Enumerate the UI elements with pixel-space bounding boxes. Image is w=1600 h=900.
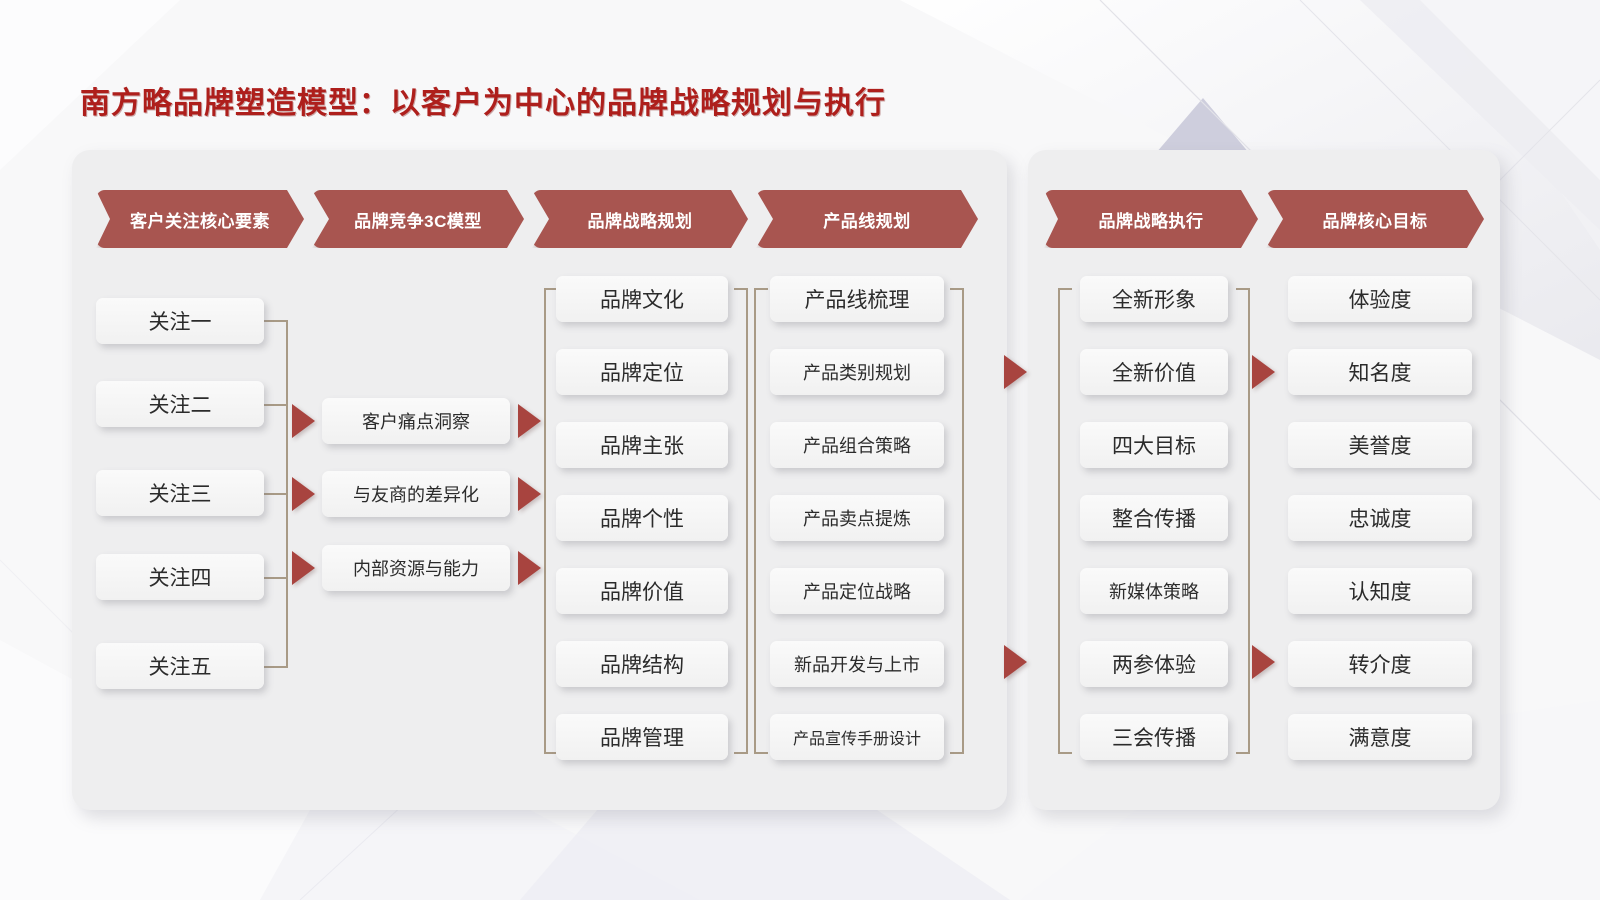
card-customer-focus-2[interactable]: 关注二 [96, 381, 264, 427]
card-core-goal-3[interactable]: 美誉度 [1288, 422, 1472, 468]
card-execution-1[interactable]: 全新形象 [1080, 276, 1228, 322]
connector-brand-strategy-right-bracket [734, 288, 748, 754]
card-brand-strategy-7[interactable]: 品牌管理 [556, 714, 728, 760]
arrow-focus-to-3c-2 [292, 477, 315, 511]
column-header-brand-strategy-execution[interactable]: 品牌战略执行 [1044, 190, 1258, 248]
arrow-3c-to-strategy-1 [518, 404, 541, 438]
arrow-3c-to-strategy-2 [518, 477, 541, 511]
card-execution-7[interactable]: 三会传播 [1080, 714, 1228, 760]
card-execution-2[interactable]: 全新价值 [1080, 349, 1228, 395]
card-3c-model-2[interactable]: 与友商的差异化 [322, 471, 510, 517]
card-product-line-6[interactable]: 新品开发与上市 [770, 641, 944, 687]
card-brand-strategy-4[interactable]: 品牌个性 [556, 495, 728, 541]
column-header-brand-core-goals[interactable]: 品牌核心目标 [1266, 190, 1484, 248]
card-product-line-7[interactable]: 产品宣传手册设计 [770, 714, 944, 760]
card-core-goal-1[interactable]: 体验度 [1288, 276, 1472, 322]
card-customer-focus-4[interactable]: 关注四 [96, 554, 264, 600]
card-execution-6[interactable]: 两参体验 [1080, 641, 1228, 687]
column-header-product-line-planning[interactable]: 产品线规划 [756, 190, 978, 248]
connector-execution-right-bracket [1236, 288, 1250, 754]
card-core-goal-4[interactable]: 忠诚度 [1288, 495, 1472, 541]
card-3c-model-1[interactable]: 客户痛点洞察 [322, 398, 510, 444]
connector-customer-focus-brace [264, 298, 290, 668]
arrow-execution-to-goals-1 [1252, 355, 1275, 389]
card-core-goal-6[interactable]: 转介度 [1288, 641, 1472, 687]
card-brand-strategy-3[interactable]: 品牌主张 [556, 422, 728, 468]
card-execution-4[interactable]: 整合传播 [1080, 495, 1228, 541]
card-product-line-2[interactable]: 产品类别规划 [770, 349, 944, 395]
arrow-focus-to-3c-3 [292, 551, 315, 585]
card-execution-5[interactable]: 新媒体策略 [1080, 568, 1228, 614]
card-brand-strategy-2[interactable]: 品牌定位 [556, 349, 728, 395]
arrow-execution-to-goals-2 [1252, 645, 1275, 679]
card-brand-strategy-5[interactable]: 品牌价值 [556, 568, 728, 614]
connector-product-line-left-bracket [754, 288, 768, 754]
connector-brand-strategy-left-bracket [544, 288, 558, 754]
column-header-brand-strategy-planning[interactable]: 品牌战略规划 [532, 190, 748, 248]
arrow-panel-left-to-right-1 [1004, 355, 1027, 389]
card-product-line-3[interactable]: 产品组合策略 [770, 422, 944, 468]
card-customer-focus-3[interactable]: 关注三 [96, 470, 264, 516]
arrow-panel-left-to-right-2 [1004, 645, 1027, 679]
page-title: 南方略品牌塑造模型：以客户为中心的品牌战略规划与执行 [80, 87, 886, 120]
arrow-focus-to-3c-1 [292, 404, 315, 438]
arrow-3c-to-strategy-3 [518, 551, 541, 585]
card-product-line-4[interactable]: 产品卖点提炼 [770, 495, 944, 541]
connector-execution-left-bracket [1058, 288, 1072, 754]
card-customer-focus-1[interactable]: 关注一 [96, 298, 264, 344]
card-3c-model-3[interactable]: 内部资源与能力 [322, 545, 510, 591]
connector-product-line-right-bracket [950, 288, 964, 754]
card-brand-strategy-6[interactable]: 品牌结构 [556, 641, 728, 687]
card-execution-3[interactable]: 四大目标 [1080, 422, 1228, 468]
column-header-customer-focus[interactable]: 客户关注核心要素 [96, 190, 304, 248]
card-product-line-1[interactable]: 产品线梳理 [770, 276, 944, 322]
column-header-brand-3c-model[interactable]: 品牌竞争3C模型 [312, 190, 524, 248]
card-customer-focus-5[interactable]: 关注五 [96, 643, 264, 689]
right-panel [1028, 150, 1500, 810]
card-core-goal-5[interactable]: 认知度 [1288, 568, 1472, 614]
card-product-line-5[interactable]: 产品定位战略 [770, 568, 944, 614]
card-core-goal-7[interactable]: 满意度 [1288, 714, 1472, 760]
card-core-goal-2[interactable]: 知名度 [1288, 349, 1472, 395]
card-brand-strategy-1[interactable]: 品牌文化 [556, 276, 728, 322]
